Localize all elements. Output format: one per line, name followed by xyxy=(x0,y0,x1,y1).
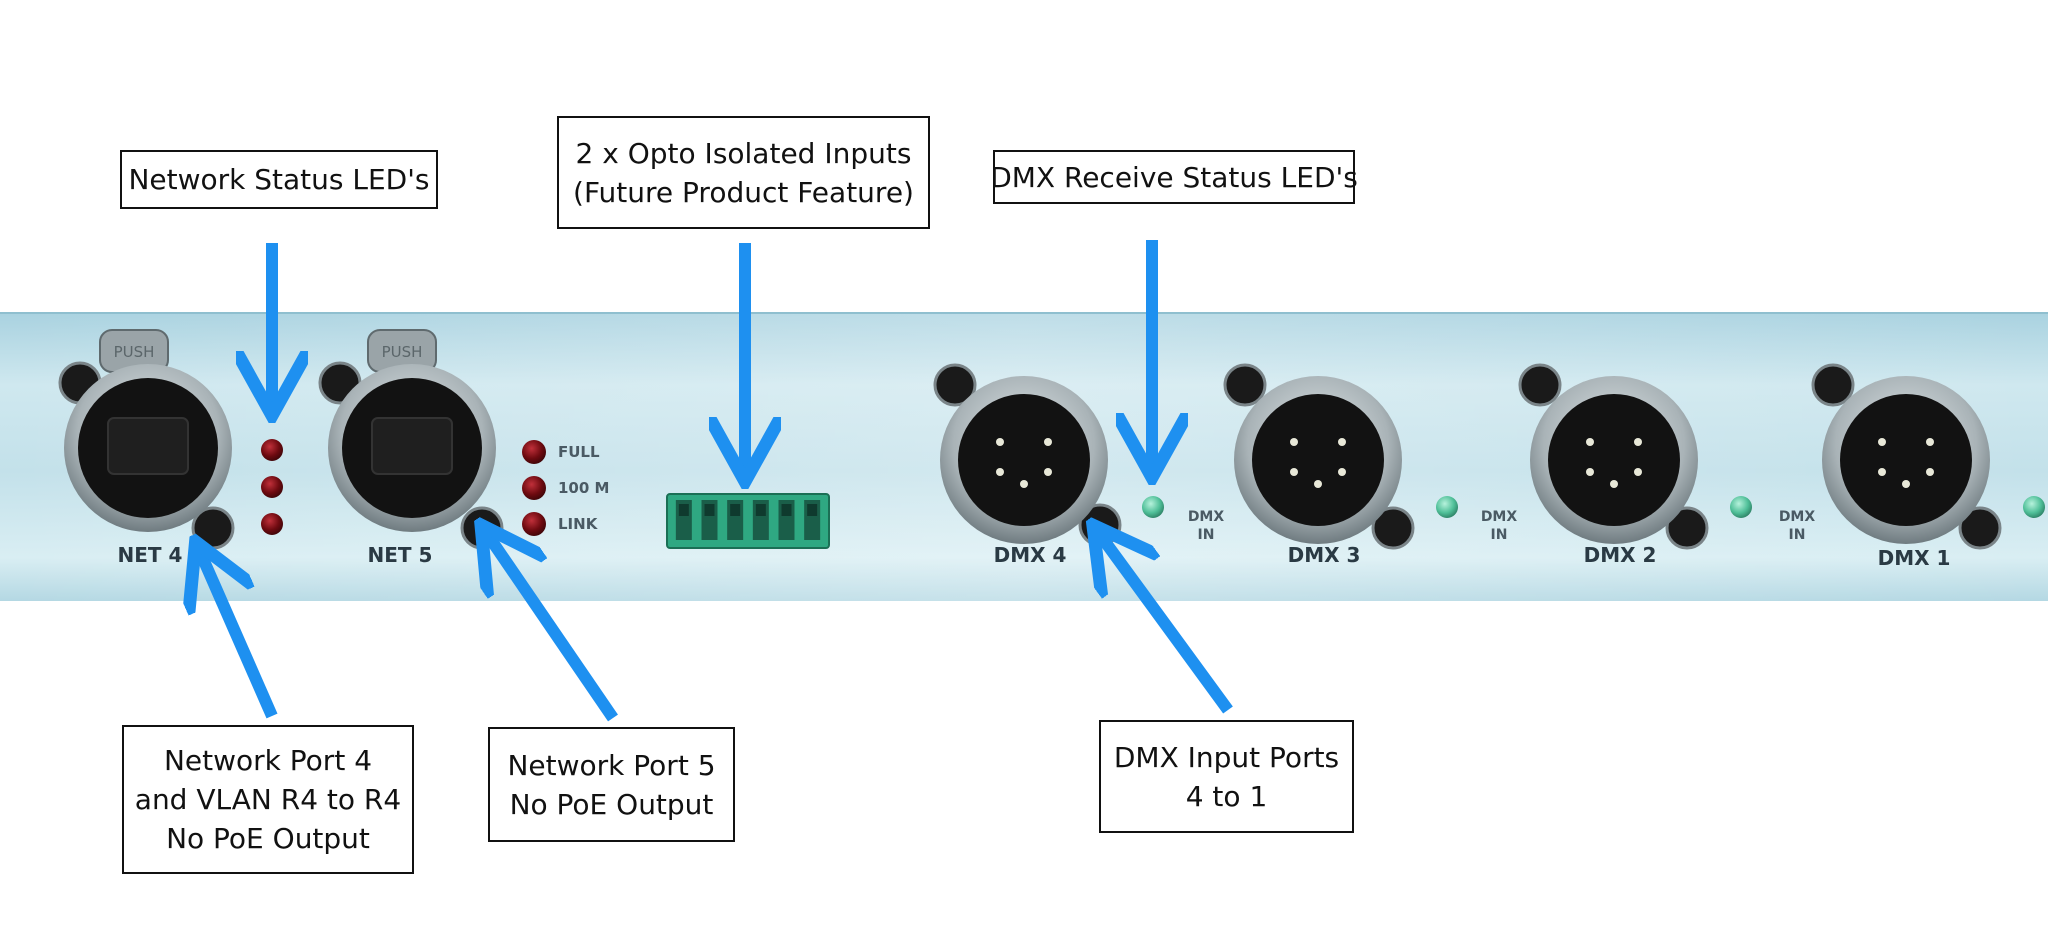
led-full xyxy=(522,440,546,464)
led-link xyxy=(522,512,546,536)
terminal-pin-slot xyxy=(755,504,766,516)
dmx-port-label: DMX 3 xyxy=(1288,543,1361,567)
connector-body xyxy=(1252,394,1384,526)
callout-opto-inputs: 2 x Opto Isolated Inputs (Future Product… xyxy=(557,116,930,229)
net-port-4: PUSH NET 4 xyxy=(58,329,235,567)
callout-line: (Future Product Feature) xyxy=(573,175,914,209)
led-label: FULL xyxy=(558,443,600,461)
xlr-pin xyxy=(1290,438,1298,446)
mount-screw xyxy=(1518,363,1562,407)
dmx-port-1: DMX 1 xyxy=(1811,363,2045,570)
xlr-pin xyxy=(1634,438,1642,446)
callout-line: No PoE Output xyxy=(509,787,714,821)
callout-network-port-4: Network Port 4 and VLAN R4 to R4 No PoE … xyxy=(122,725,414,874)
callout-dmx-receive-leds: DMX Receive Status LED's xyxy=(990,150,1358,204)
dmx-port-label: DMX 4 xyxy=(994,543,1067,567)
terminal-pin-slot xyxy=(730,504,741,516)
callout-line: Network Status LED's xyxy=(128,163,430,196)
rj45-socket xyxy=(107,417,189,475)
dmx-in-led xyxy=(1730,496,1752,518)
xlr-pin xyxy=(1314,480,1322,488)
led-red xyxy=(261,476,283,498)
xlr-pin xyxy=(1878,468,1886,476)
dmx-port-label: DMX 2 xyxy=(1584,543,1657,567)
mount-screw xyxy=(1958,506,2002,550)
callout-line: 2 x Opto Isolated Inputs xyxy=(575,136,912,170)
mount-screw xyxy=(1665,506,1709,550)
led-red xyxy=(261,513,283,535)
push-latch-label: PUSH xyxy=(382,343,423,361)
callout-line: DMX Input Ports xyxy=(1113,740,1340,774)
dmx-in-label: DMX xyxy=(1779,509,1816,525)
dmx-in-label: IN xyxy=(1198,527,1215,543)
dmx-in-led xyxy=(2023,496,2045,518)
callout-line: Network Port 5 xyxy=(507,748,716,782)
mount-screw xyxy=(933,363,977,407)
callout-network-port-5: Network Port 5 No PoE Output xyxy=(488,727,735,842)
xlr-pin xyxy=(996,438,1004,446)
xlr-pin xyxy=(1044,468,1052,476)
terminal-pin-slot xyxy=(781,504,792,516)
callout-dmx-input-ports: DMX Input Ports 4 to 1 xyxy=(1099,720,1354,833)
callout-arrows xyxy=(197,240,1233,722)
xlr-pin xyxy=(1610,480,1618,488)
xlr-pin xyxy=(1338,438,1346,446)
led-red xyxy=(261,439,283,461)
dmx-in-led xyxy=(1436,496,1458,518)
xlr-pin xyxy=(1338,468,1346,476)
dmx-port-label: DMX 1 xyxy=(1878,546,1951,570)
connector-body xyxy=(1548,394,1680,526)
net-port-label: NET 5 xyxy=(368,543,433,567)
dmx-in-led xyxy=(1142,496,1164,518)
net-port-label: NET 4 xyxy=(118,543,183,567)
rj45-socket xyxy=(371,417,453,475)
callout-line: and VLAN R4 to R4 xyxy=(134,783,402,816)
dmx-port-3: DMX 3 DMX IN xyxy=(1223,363,1518,567)
network-status-leds-left xyxy=(261,439,283,535)
connector-body xyxy=(1840,394,1972,526)
xlr-pin xyxy=(1926,468,1934,476)
callout-line: DMX Receive Status LED's xyxy=(990,160,1358,194)
push-latch-label: PUSH xyxy=(114,343,155,361)
callout-line: No PoE Output xyxy=(166,822,370,855)
xlr-pin xyxy=(1290,468,1298,476)
terminal-block xyxy=(666,493,830,549)
callout-network-status-leds: Network Status LED's xyxy=(120,150,438,209)
xlr-pin xyxy=(1878,438,1886,446)
terminal-pin-slot xyxy=(704,504,715,516)
mount-screw xyxy=(1223,363,1267,407)
led-label: LINK xyxy=(558,515,599,533)
xlr-pin xyxy=(1586,438,1594,446)
connector-body xyxy=(958,394,1090,526)
xlr-pin xyxy=(1902,480,1910,488)
arrow-dmx-input-ports xyxy=(1095,528,1233,714)
dmx-in-label: IN xyxy=(1789,527,1806,543)
arrow-network-port-4 xyxy=(197,545,278,719)
network-status-leds-labeled: FULL 100 M LINK xyxy=(522,440,609,536)
led-100m xyxy=(522,476,546,500)
arrow-network-port-5 xyxy=(483,528,618,722)
dmx-in-label: DMX xyxy=(1481,509,1518,525)
xlr-pin xyxy=(1044,438,1052,446)
net-port-5: PUSH NET 5 xyxy=(318,329,504,567)
dmx-port-2: DMX 2 DMX IN xyxy=(1518,363,1816,567)
callout-line: 4 to 1 xyxy=(1185,779,1268,813)
dmx-in-label: DMX xyxy=(1188,509,1225,525)
dmx-port-4: DMX 4 DMX IN xyxy=(933,363,1225,567)
xlr-pin xyxy=(1634,468,1642,476)
xlr-pin xyxy=(1020,480,1028,488)
xlr-pin xyxy=(1586,468,1594,476)
mount-screw xyxy=(1811,363,1855,407)
mount-screw xyxy=(1371,506,1415,550)
led-label: 100 M xyxy=(558,479,609,497)
terminal-pin-slot xyxy=(678,504,689,516)
xlr-pin xyxy=(1926,438,1934,446)
callout-line: Network Port 4 xyxy=(163,744,373,777)
dmx-in-label: IN xyxy=(1491,527,1508,543)
xlr-pin xyxy=(996,468,1004,476)
terminal-pin-slot xyxy=(807,504,818,516)
